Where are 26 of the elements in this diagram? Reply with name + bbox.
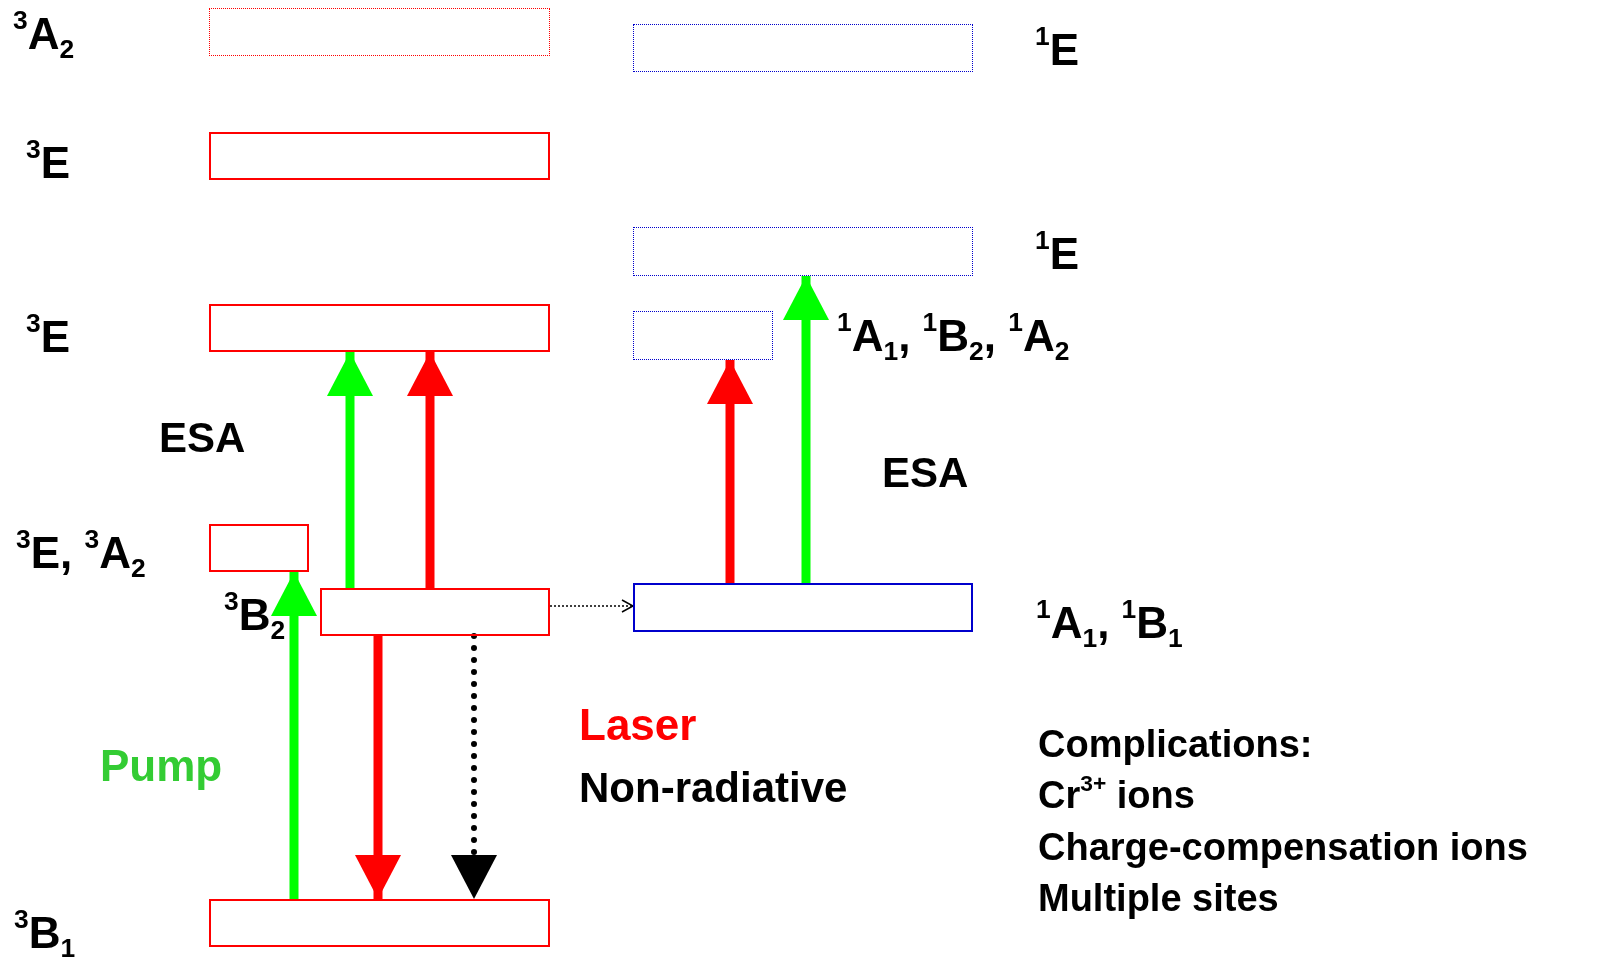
level-label: $^{3}$B$_{1}$ <box>14 910 76 956</box>
level-label: $^{3}$E, $^{3}$A$_{2}$ <box>16 530 146 576</box>
transition-label: Laser <box>579 700 697 750</box>
dotted-arrow <box>549 599 634 613</box>
transition-label: ESA <box>882 449 969 497</box>
level-label: $^{3}$E <box>26 140 71 186</box>
level-label: $^{1}$E <box>1035 231 1080 277</box>
note-text: Cr$^{3+}$ ions <box>1038 775 1195 817</box>
level-label: $^{1}$A$_{1}$, $^{1}$B$_{1}$ <box>1036 600 1183 646</box>
level-label: $^{3}$B$_{2}$ <box>224 592 286 638</box>
transition-arrow <box>355 636 401 899</box>
transition-arrow <box>707 360 753 583</box>
level-label: $^{3}$E <box>26 314 71 360</box>
level-label: $^{1}$A$_{1}$, $^{1}$B$_{2}$, $^{1}$A$_{2}$ <box>837 313 1070 359</box>
transition-label: ESA <box>159 414 246 462</box>
transition-arrow <box>783 276 829 583</box>
note-heading: Complications: <box>1038 724 1313 766</box>
transition-arrow <box>327 352 373 588</box>
transition-label: Pump <box>100 741 223 791</box>
level-label: $^{3}$A$_{2}$ <box>13 11 75 57</box>
transition-label: Non-radiative <box>579 764 848 812</box>
transition-arrow <box>407 352 453 588</box>
note-text: Charge-compensation ions <box>1038 827 1528 869</box>
transition-arrow <box>271 572 317 899</box>
level-label: $^{1}$E <box>1035 27 1080 73</box>
note-text: Multiple sites <box>1038 878 1279 920</box>
